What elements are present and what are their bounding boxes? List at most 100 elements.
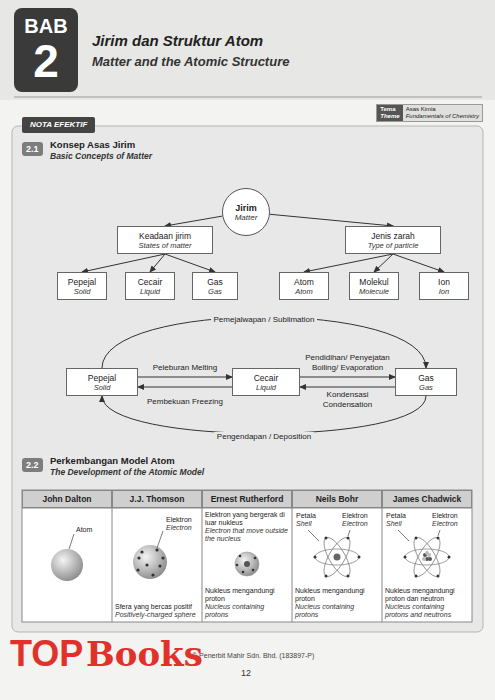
cell-text: Nucleus containing protons and neutrons xyxy=(385,603,469,619)
node-text: States of matter xyxy=(139,241,192,250)
theme-text: Tema xyxy=(380,106,399,113)
theme-key: TemaTheme xyxy=(377,105,402,121)
edge-label: Peleburan Melting xyxy=(153,363,217,373)
table-frame xyxy=(22,490,472,622)
state-box: CecairLiquid xyxy=(232,368,300,396)
section-heading: Basic Concepts of Matter xyxy=(50,151,152,161)
label-wrap: TOP xyxy=(10,634,83,674)
cell-text: Elektron xyxy=(166,516,200,524)
node-text: Cecair xyxy=(138,277,163,287)
theme-tag: TemaThemeAsas KimiaFundamentals of Chemi… xyxy=(376,104,483,122)
notes-panel xyxy=(12,126,483,632)
edge-label-wrap: Pendidihan/ Penyejatan Boiling/ Evaporat… xyxy=(302,353,393,374)
watermark: Books xyxy=(86,634,203,674)
edge-label: Pendidihan/ Penyejatan Boiling/ Evaporat… xyxy=(302,353,393,373)
table-header: James Chadwick xyxy=(382,490,472,508)
edge-label-wrap: Pembekuan Freezing xyxy=(140,390,230,408)
section-number: 2.1 xyxy=(22,142,43,156)
cell-text: Nukleus mengandungi proton xyxy=(205,587,289,603)
node-text: Solid xyxy=(74,287,91,296)
cell-text: Elektron xyxy=(432,512,470,520)
cell-text: Atom xyxy=(76,526,110,534)
cell-text-group: ElektronElectron xyxy=(166,516,200,532)
cell-text: Petala xyxy=(296,512,330,520)
cell-text: Positively-charged sphere xyxy=(115,611,199,619)
label-wrap: Matter and the Atomic Structure xyxy=(92,54,289,69)
node-text: Gas xyxy=(208,287,222,296)
node-text: Jirim xyxy=(235,203,257,213)
node-text: Gas xyxy=(207,277,223,287)
header-text: James Chadwick xyxy=(393,494,462,504)
header-rule xyxy=(14,97,482,98)
node-text: Atom xyxy=(294,277,314,287)
category-box: Keadaan jirimStates of matter xyxy=(117,226,213,254)
connector xyxy=(374,254,393,272)
cell-text: Elektron yang bergerak di luar nukleus xyxy=(205,511,289,527)
header-text: Neils Bohr xyxy=(316,494,359,504)
node-text: Gas xyxy=(419,383,433,392)
edge-label: Kondensasi Condensation xyxy=(302,390,393,410)
cell-text: Electron xyxy=(166,524,200,532)
node-text: Pepejal xyxy=(68,277,96,287)
node-text: Molekul xyxy=(359,277,388,287)
state-box: PepejalSolid xyxy=(66,368,138,396)
connector xyxy=(300,387,395,388)
table-cell: Atom xyxy=(22,508,112,622)
header-text: John Dalton xyxy=(42,494,91,504)
table-header: J.J. Thomson xyxy=(112,490,202,508)
label-wrap: Konsep Asas Jirim xyxy=(50,139,135,150)
cell-text: Elektron xyxy=(342,512,380,520)
label-wrap: Books xyxy=(86,634,203,674)
section-heading: The Development of the Atomic Model xyxy=(50,467,204,477)
node-text: Gas xyxy=(418,373,434,383)
cell-text-group: Nukleus mengandungi protonNucleus contai… xyxy=(295,587,379,619)
cell-text-group: PetalaShell xyxy=(296,512,330,528)
connector xyxy=(102,396,426,434)
theme-text: Fundamentals of Chemistry xyxy=(406,113,479,120)
cell-text-group: PetalaShell xyxy=(386,512,420,528)
cell-text-group: ElektronElectron xyxy=(432,512,470,528)
title-wrap: Jirim dan Struktur Atom xyxy=(92,32,263,49)
notes-banner: NOTA EFEKTIF xyxy=(22,117,95,133)
theme-text: Asas Kimia xyxy=(406,106,479,113)
table-grid xyxy=(22,490,472,622)
leaf-box: CecairLiquid xyxy=(125,272,175,300)
connector xyxy=(82,254,165,272)
node-text: Ion xyxy=(438,277,450,287)
cell-text: Nukleus mengandungi proton dan neutron xyxy=(385,587,469,603)
banner-text: NOTA EFEKTIF xyxy=(30,120,87,130)
bohr-atom xyxy=(314,534,361,580)
chapter-word: BAB xyxy=(24,15,67,37)
node-text: Type of particle xyxy=(368,241,419,250)
rutherford-atom xyxy=(235,552,259,576)
cell-text: Electron that move outside the nucleus xyxy=(205,527,289,543)
table-header: John Dalton xyxy=(22,490,112,508)
state-box: GasGas xyxy=(395,368,457,396)
connector xyxy=(138,377,232,378)
cell-text: Electron xyxy=(342,520,380,528)
section-heading: Perkembangan Model Atom xyxy=(50,455,175,466)
connector xyxy=(165,254,215,272)
edge-label-wrap: Kondensasi Condensation xyxy=(302,390,393,411)
leaf-box: IonIon xyxy=(419,272,469,300)
watermark: TOP xyxy=(10,634,83,674)
node-text: Cecair xyxy=(254,373,279,383)
theme-value: Asas KimiaFundamentals of Chemistry xyxy=(403,105,482,121)
cell-text: Sfera yang bercas positif xyxy=(115,603,199,611)
node-text: Atom xyxy=(295,287,313,296)
edge-label-wrap: Peleburan Melting xyxy=(140,356,230,374)
chapter-badge: BAB2 xyxy=(14,8,78,92)
copyright: © Penerbit Mahir Sdn. Bhd. (183897-P) xyxy=(192,652,314,659)
chadwick-atom xyxy=(404,534,451,580)
edge-label-wrap: Pemejalwapan / Sublimation xyxy=(211,308,318,326)
leaf-box: PepejalSolid xyxy=(57,272,107,300)
chapter-number: 2 xyxy=(33,37,59,85)
cell-text-group: Nukleus mengandungi protonNucleus contai… xyxy=(205,587,289,619)
label-wrap: Perkembangan Model Atom xyxy=(50,455,175,466)
cell-text: Shell xyxy=(296,520,330,528)
connector xyxy=(300,377,395,378)
leaf-box: GasGas xyxy=(192,272,238,300)
connector xyxy=(393,254,444,272)
thomson-atom xyxy=(133,531,167,579)
table-header: Neils Bohr xyxy=(292,490,382,508)
